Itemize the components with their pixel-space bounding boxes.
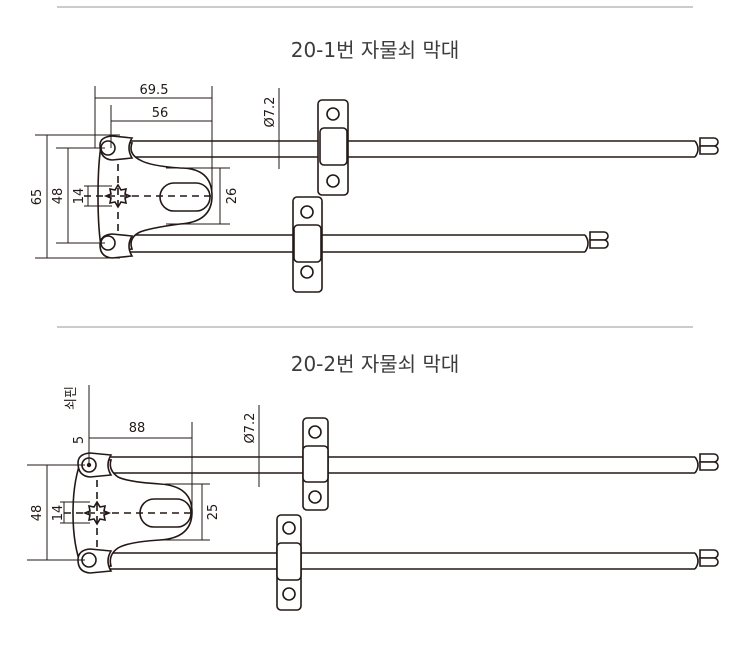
dim-slot-height: 26 xyxy=(225,188,240,205)
lower-rod xyxy=(110,549,719,570)
dimensions: 69.5 56 65 48 14 26 Ø7.2 xyxy=(30,83,280,259)
lower-rod-guide xyxy=(276,514,302,611)
upper-rod xyxy=(110,453,719,474)
section-20-2: 20-2번 자물쇠 막대 xyxy=(27,326,719,611)
upper-rod xyxy=(130,137,719,158)
lower-rod xyxy=(130,231,609,253)
bracket xyxy=(64,452,193,574)
dim-rod-diameter: Ø7.2 xyxy=(243,413,258,444)
bracket xyxy=(84,135,214,259)
lower-rod-guide xyxy=(292,196,323,293)
star-hole xyxy=(82,500,112,526)
section-20-1: 20-1번 자물쇠 막대 xyxy=(30,6,719,293)
dim-rod-diameter: Ø7.2 xyxy=(263,97,278,128)
dim-width-outer: 69.5 xyxy=(140,83,169,98)
dim-star-size: 14 xyxy=(72,188,87,205)
dim-width-inner: 56 xyxy=(152,106,169,121)
dim-hole-spacing: 48 xyxy=(51,188,66,205)
dim-height-outer: 65 xyxy=(30,189,45,206)
dimensions: 쇠핀 5 88 48 14 25 Ø7.2 xyxy=(27,385,260,561)
section-title: 20-2번 자물쇠 막대 xyxy=(291,352,460,376)
dim-pin-size: 5 xyxy=(72,436,87,444)
dim-pin-label: 쇠핀 xyxy=(64,386,79,410)
upper-rod-guide xyxy=(302,417,329,511)
upper-rod-guide xyxy=(317,99,349,196)
dim-slot-height: 25 xyxy=(206,504,221,521)
dim-length: 88 xyxy=(129,421,146,436)
dim-star-size: 14 xyxy=(51,505,66,522)
dim-hole-spacing: 48 xyxy=(30,505,45,522)
slot xyxy=(159,182,211,212)
section-title: 20-1번 자물쇠 막대 xyxy=(291,38,460,62)
